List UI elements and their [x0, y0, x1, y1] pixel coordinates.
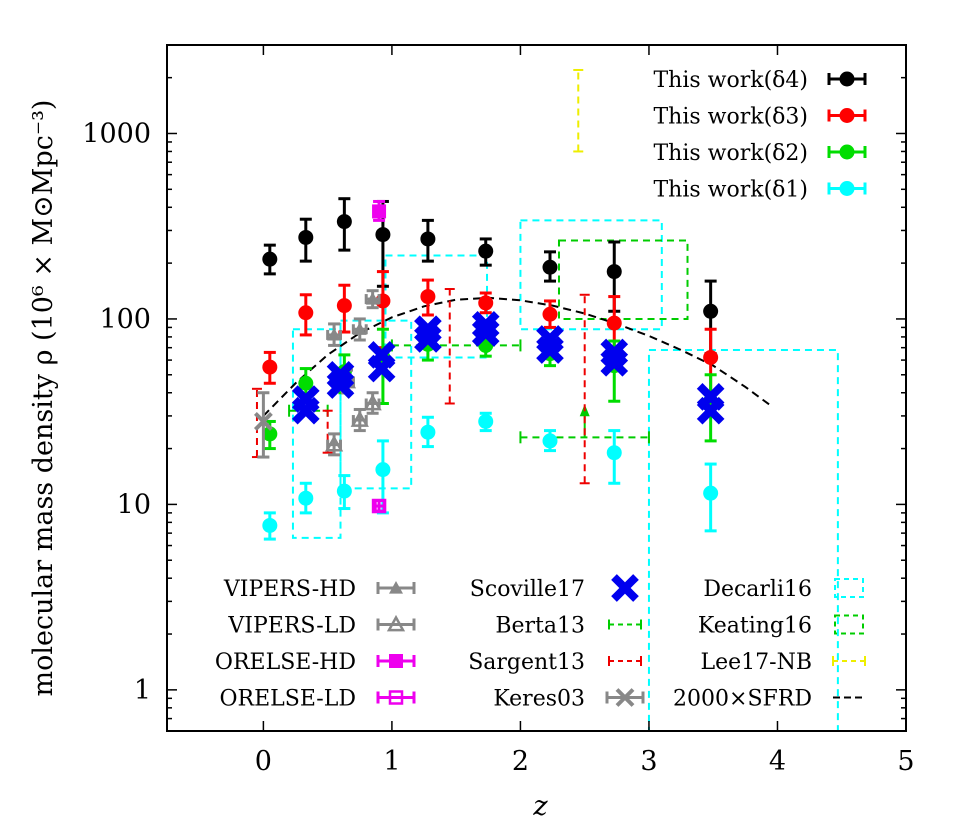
legend-label: VIPERS-HD: [223, 577, 356, 602]
this-work-1-point: [298, 490, 314, 506]
this-work-2-point: [262, 426, 278, 442]
scoville17-point: [536, 325, 564, 353]
this-work-4-legend-point: [839, 71, 855, 87]
legend-label: ORELSE-LD: [220, 687, 357, 712]
x-tick-label: 1: [383, 746, 400, 777]
this-work-3-point: [336, 298, 352, 314]
legend-label: ORELSE-HD: [215, 650, 356, 675]
x-axis-title: z: [532, 791, 548, 822]
x-tick-label: 2: [512, 746, 529, 777]
legend-label: Keating16: [698, 614, 812, 639]
orelse-hd-point: [372, 204, 387, 219]
vipers-ld-point: [363, 393, 382, 411]
scoville17-point: [326, 360, 355, 389]
plot-frame: [166, 44, 907, 732]
axes-layer: 0 1 2 3 4 5 1 10 100 1000 z molecular mass density …: [28, 44, 915, 822]
legend-label: Berta13: [495, 614, 585, 639]
this-work-1-point: [703, 485, 719, 501]
this-work-1-point: [262, 517, 278, 533]
keres03-point: [253, 412, 273, 431]
orelse-ld-point: [371, 498, 387, 514]
scoville17-point: [471, 319, 500, 347]
keating16-legend-sample: [834, 614, 864, 635]
legend-label: Sargent13: [468, 650, 585, 675]
vipers-ld-point: [324, 435, 344, 452]
this-work-4-point: [478, 243, 494, 259]
this-work-1-point: [478, 413, 494, 429]
this-work-3-point: [478, 295, 494, 311]
this-work-4-point: [606, 264, 622, 280]
legend-label: Scoville17: [470, 577, 585, 602]
this-work-1-point: [375, 462, 391, 478]
this-work-3-point: [420, 289, 436, 305]
legend-label: This work(δ2): [654, 141, 809, 166]
x-tick-label: 4: [769, 746, 786, 777]
decarli16-box: [384, 254, 489, 359]
orelse-ld-legend-point: [388, 690, 404, 705]
this-work-4-point: [703, 303, 719, 319]
y-tick-label: 100: [99, 304, 151, 335]
this-work-3-point: [298, 305, 314, 321]
vipers-ld-point: [350, 410, 369, 427]
scoville17-point: [367, 341, 396, 369]
plot-layer: [251, 68, 839, 731]
y-tick-label: 10: [117, 489, 151, 520]
y-tick-label: 1000: [82, 118, 151, 149]
scoville17-point: [600, 338, 629, 367]
this-work-3-point: [262, 359, 278, 375]
2000-sfrd-line: [262, 296, 772, 417]
decarli16-box: [291, 328, 342, 539]
this-work-4-point: [542, 259, 558, 275]
legend-label: 2000×SFRD: [673, 687, 812, 712]
x-tick-label: 0: [255, 746, 272, 777]
this-work-4-point: [375, 227, 391, 243]
y-tick-label: 1: [134, 675, 151, 706]
decarli16-box: [519, 219, 663, 331]
y-axis-title: molecular mass density ρ (10⁶ × M⊙Mpc⁻³): [28, 100, 59, 697]
this-work-4-point: [262, 251, 278, 267]
orelse-hd-legend-point: [389, 654, 403, 668]
this-work-4-point: [298, 229, 314, 245]
this-work-2-point: [298, 375, 314, 391]
this-work-1-point: [606, 445, 622, 461]
this-work-4-point: [420, 231, 436, 247]
legend-label: VIPERS-LD: [227, 614, 356, 639]
x-tick-label: 5: [897, 746, 914, 777]
legend-label: This work(δ1): [654, 178, 809, 203]
this-work-2-legend-point: [839, 144, 855, 160]
legend-label: This work(δ3): [654, 105, 809, 130]
this-work-3-legend-point: [839, 108, 855, 123]
scoville17-point: [471, 310, 500, 339]
scoville17-point: [291, 385, 320, 413]
scoville17-legend-point: [611, 574, 639, 602]
this-work-1-point: [336, 483, 352, 499]
decarli16-box: [647, 349, 839, 731]
this-work-3-point: [542, 306, 558, 322]
keres03-legend-point: [615, 688, 635, 707]
this-work-1-legend-point: [839, 181, 855, 196]
legend-label: Decarli16: [703, 577, 812, 602]
vipers-hd-point: [365, 292, 380, 305]
this-work-3-point: [703, 349, 719, 365]
x-tick-label: 3: [640, 746, 657, 777]
vipers-hd-legend-point: [389, 581, 403, 594]
legend-label: Lee17-NB: [701, 650, 813, 675]
this-work-3-point: [606, 315, 622, 331]
this-work-1-point: [420, 424, 436, 440]
vipers-ld-legend-point: [386, 614, 406, 632]
scoville17-point: [414, 315, 442, 344]
vipers-hd-point: [352, 322, 367, 335]
legend-label: Keres03: [493, 687, 585, 712]
legend-layer: This work(δ4) This work(δ3) This work(δ2) T…: [215, 68, 867, 712]
vipers-hd-point: [327, 327, 342, 341]
decarli16-legend-sample: [834, 578, 864, 598]
legend-label: This work(δ4): [654, 68, 809, 93]
this-work-4-point: [336, 214, 352, 230]
this-work-1-point: [542, 433, 558, 449]
keating16-box: [557, 239, 689, 320]
scoville17-point: [696, 383, 725, 411]
